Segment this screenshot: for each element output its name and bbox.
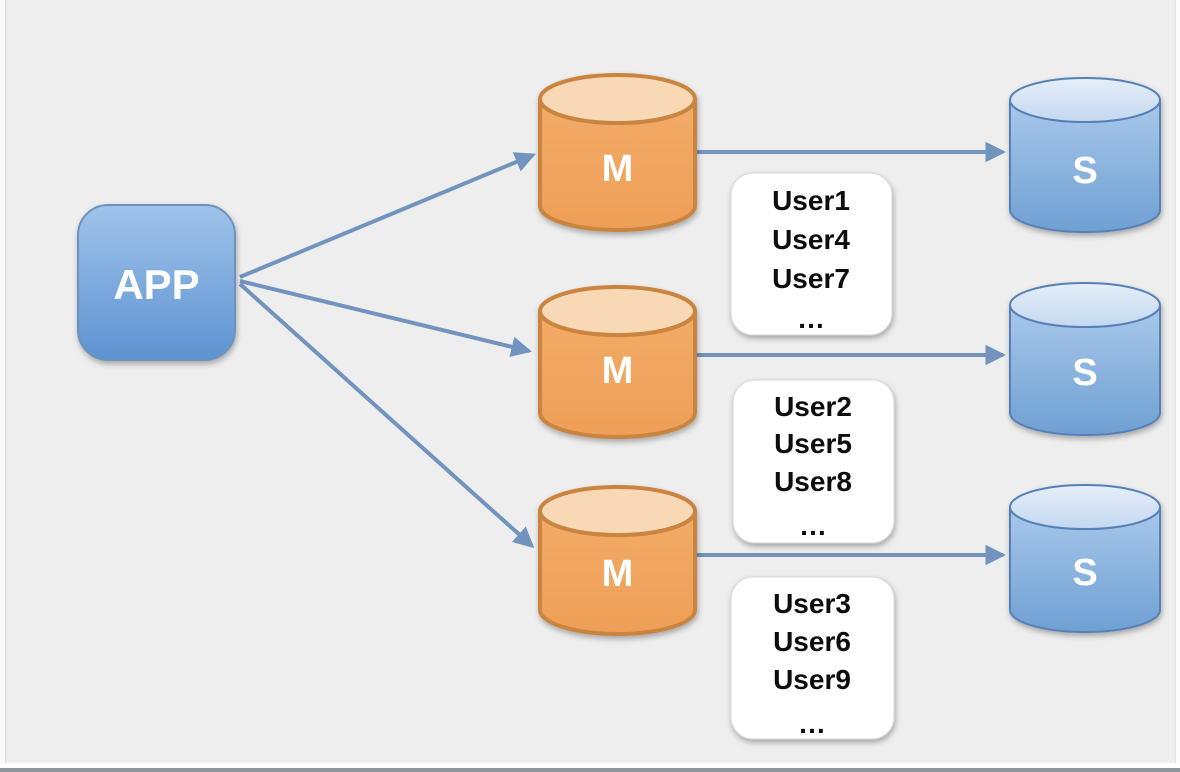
user-group-line: User7 [772, 263, 850, 294]
master-2-top [538, 285, 697, 337]
arrow-app-to-master-1 [239, 152, 536, 279]
user-group-ellipsis: … [799, 510, 827, 541]
user-group-ellipsis: … [798, 708, 826, 739]
master-node-3: M [538, 485, 697, 636]
user-group-box-1: User1 User4 User7 … [730, 172, 893, 336]
user-group-2-shape [732, 379, 895, 544]
slave-1-top [1009, 77, 1161, 123]
master-1-top [538, 73, 697, 125]
user-group-line: User3 [773, 588, 851, 619]
window-bottom-edge [0, 763, 1180, 772]
user-group-3-shape [730, 576, 895, 740]
master-node-1: M [538, 73, 697, 232]
master-node-label: M [602, 350, 634, 392]
slave-3-top [1009, 484, 1161, 530]
user-group-line: User1 [772, 185, 850, 216]
user-group-line: User2 [774, 391, 852, 422]
user-group-box-3: User3 User6 User9 … [730, 576, 895, 740]
app-node-label: APP [113, 261, 199, 308]
master-3-top [538, 485, 697, 537]
user-group-line: User6 [773, 626, 851, 657]
slave-node-label: S [1072, 150, 1097, 192]
slave-node-2: S [1009, 282, 1161, 436]
user-group-line: User9 [773, 664, 851, 695]
user-group-1-shape [730, 172, 893, 336]
user-group-box-2: User2 User5 User8 … [732, 379, 895, 544]
slave-node-label: S [1072, 352, 1097, 394]
slave-2-top [1009, 282, 1161, 328]
window-left-edge [0, 0, 6, 772]
slave-node-label: S [1072, 552, 1097, 594]
arrow-app-to-master-3 [238, 282, 535, 549]
app-node: APP [77, 204, 236, 361]
user-group-line: User4 [772, 224, 850, 255]
slave-node-3: S [1009, 484, 1161, 633]
app-node-shape [77, 204, 236, 361]
slave-node-1: S [1009, 77, 1161, 233]
master-node-label: M [602, 148, 634, 190]
master-node-label: M [602, 553, 634, 595]
user-group-line: User8 [774, 466, 852, 497]
user-group-line: User5 [774, 428, 852, 459]
arrow-app-to-master-2 [239, 279, 533, 357]
user-group-ellipsis: … [797, 303, 825, 334]
window-right-edge [1175, 0, 1180, 772]
master-node-2: M [538, 285, 697, 439]
